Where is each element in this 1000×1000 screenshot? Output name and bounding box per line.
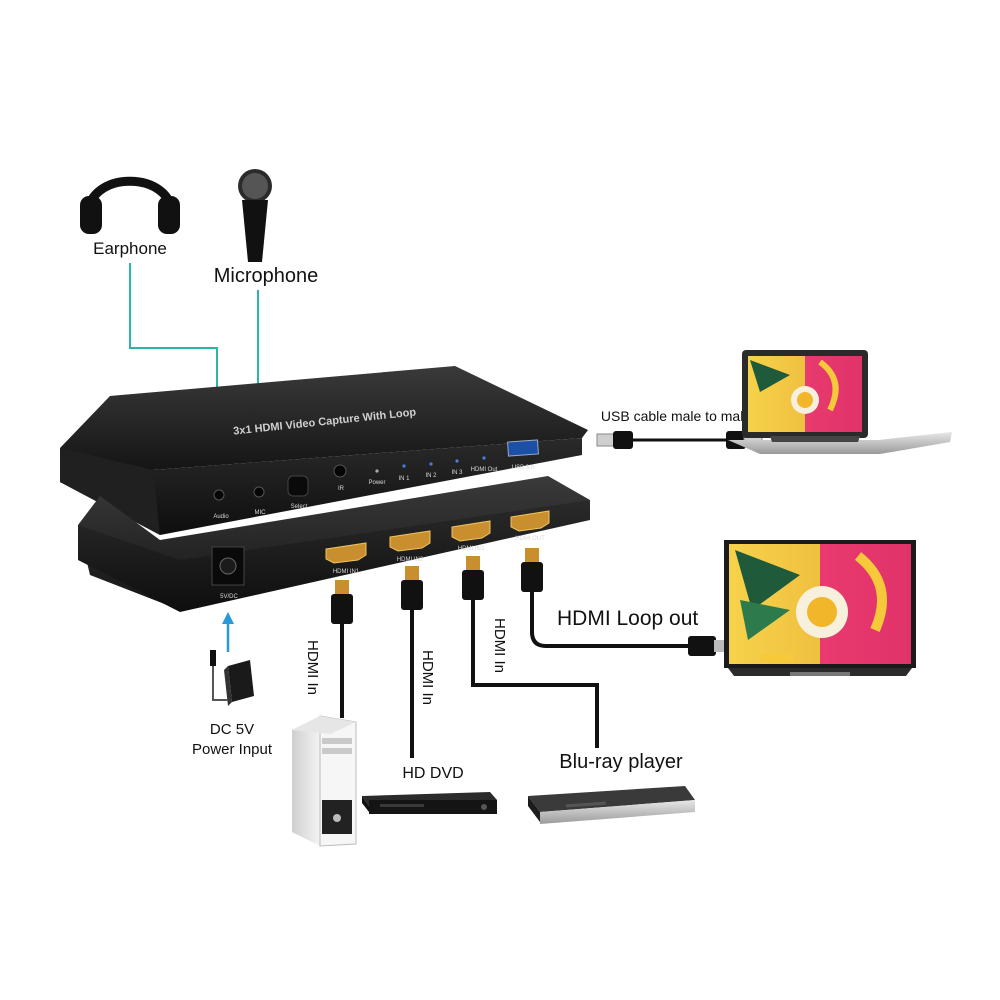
- ir-sensor: [333, 464, 347, 478]
- ir-port-label: IR: [338, 486, 345, 492]
- hdmi-in3-label: HDMI IN3: [458, 546, 485, 552]
- mic-jack: [253, 486, 265, 498]
- select-button: [287, 475, 309, 497]
- power-led: [375, 469, 379, 473]
- in2-led: [429, 462, 433, 466]
- in3-led-label: IN 3: [451, 470, 463, 476]
- pc-tower-icon: [292, 715, 357, 847]
- hdmi-cable-out: [521, 548, 726, 656]
- hdmi-loop-out-label: HDMI Loop out: [557, 607, 698, 630]
- hdmi-in1-port: HDMI IN1: [325, 542, 367, 575]
- hdmi-in1-label: HDMI IN1: [333, 569, 360, 575]
- power-label-line2: Power Input: [192, 741, 273, 758]
- earphone-label: Earphone: [93, 239, 167, 258]
- audio-port-label: Audio: [213, 514, 229, 520]
- in2-led-label: IN 2: [425, 473, 437, 479]
- hdmi-cable-in1: [331, 580, 353, 718]
- power-adapter-icon: [210, 650, 254, 706]
- hd-dvd-label: HD DVD: [402, 765, 463, 782]
- dc-port-label: 5V/DC: [220, 594, 238, 600]
- tv-icon: [724, 540, 916, 676]
- hdmi-in2-label: HDMI IN2: [397, 557, 424, 563]
- dvd-player-icon: [362, 792, 497, 814]
- hdmi-in1-text: HDMI In: [304, 640, 321, 695]
- hdmi-in2-text: HDMI In: [419, 650, 436, 705]
- hdmi-out-led: [482, 456, 486, 460]
- hdmi-in3-port: HDMI IN3: [451, 520, 491, 552]
- capture-device-rear: 5V/DC HDMI IN1 HDMI IN2 HDMI IN3 HDMI OU…: [78, 476, 590, 612]
- hdmi-cable-in2: [401, 566, 423, 758]
- usb-port: [507, 439, 539, 457]
- microphone-label: Microphone: [214, 265, 319, 287]
- power-led-label: Power: [368, 480, 385, 486]
- usb-port-label: USB 3.0: [512, 465, 535, 471]
- power-label-line1: DC 5V: [210, 721, 254, 738]
- bluray-label: Blu-ray player: [559, 751, 683, 773]
- microphone-icon: [238, 169, 272, 262]
- hdmi-out-port: HDMI OUT: [510, 510, 550, 542]
- in1-led-label: IN 1: [398, 476, 410, 482]
- power-arrow-head: [222, 612, 234, 624]
- hdmi-cable-in3: [462, 556, 599, 748]
- laptop-icon: [728, 350, 952, 454]
- bluray-player-icon: [528, 786, 695, 824]
- hdmi-in2-port: HDMI IN2: [389, 530, 431, 563]
- usb-cable-label: USB cable male to male: [601, 408, 751, 424]
- select-port-label: Select: [291, 504, 308, 510]
- capture-device-front: 3x1 HDMI Video Capture With Loop Audio M…: [60, 366, 588, 535]
- in3-led: [455, 459, 459, 463]
- mic-port-label: MIC: [255, 510, 267, 516]
- hdmi-out-led-label: HDMI Out: [471, 467, 498, 473]
- headphones-icon: [80, 176, 180, 234]
- in1-led: [402, 464, 406, 468]
- audio-jack: [213, 489, 225, 501]
- hdmi-in3-text: HDMI In: [491, 618, 508, 673]
- hdmi-out-label: HDMI OUT: [515, 536, 545, 542]
